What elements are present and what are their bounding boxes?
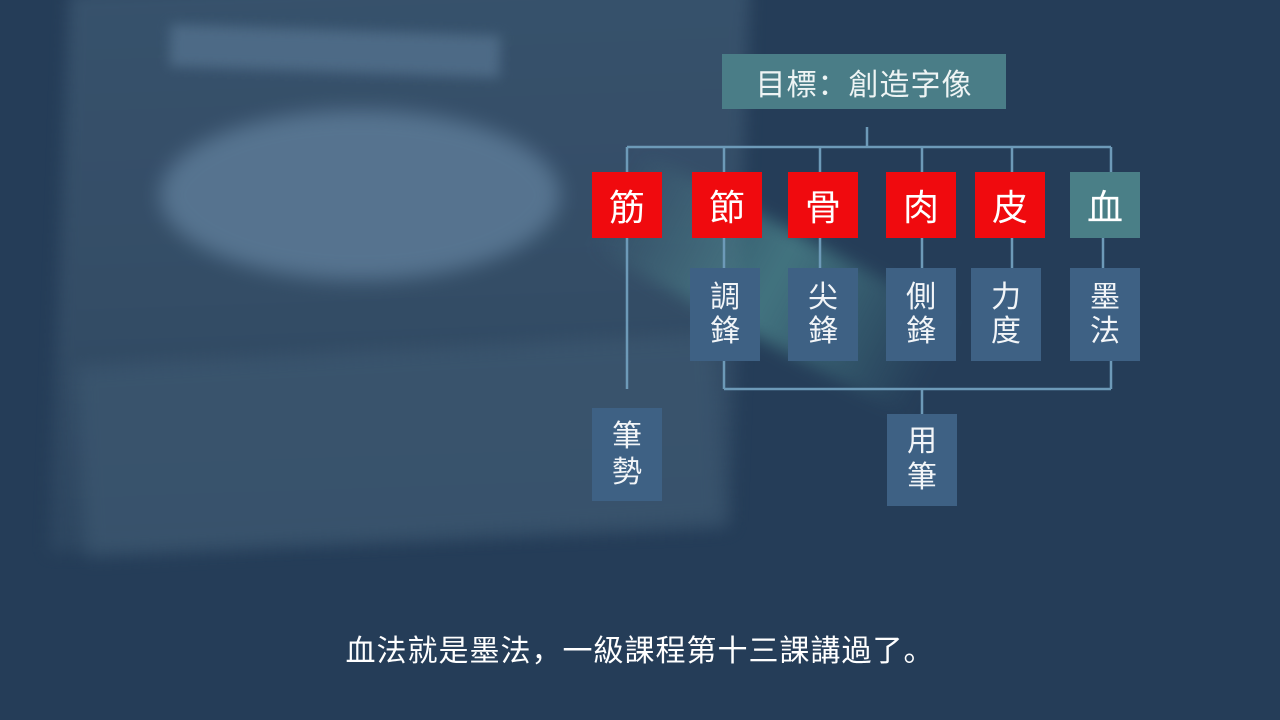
bottom-node-yong-bi: 用 筆 <box>887 414 957 506</box>
sub-node-tiao-feng: 調 鋒 <box>690 268 760 361</box>
sub-node-mo-fa: 墨 法 <box>1070 268 1140 361</box>
sub-node-jian-feng: 尖 鋒 <box>788 268 858 361</box>
sub-node-text: 墨 <box>1090 279 1120 315</box>
sub-node-text: 側 <box>906 279 936 315</box>
main-node-jie: 節 <box>692 172 762 238</box>
bottom-node-text: 筆 <box>907 460 937 495</box>
background-book-oval <box>160 110 560 280</box>
sub-node-text: 度 <box>991 313 1021 349</box>
subtitle-caption: 血法就是墨法，一級課程第十三課講過了。 <box>345 634 935 669</box>
sub-node-text: 鋒 <box>906 313 936 349</box>
main-node-gu: 骨 <box>788 172 858 238</box>
main-node-xue: 血 <box>1070 172 1140 238</box>
sub-node-text: 力 <box>991 279 1021 315</box>
sub-node-text: 調 <box>710 279 740 315</box>
main-node-jin: 筋 <box>592 172 662 238</box>
main-node-pi: 皮 <box>975 172 1045 238</box>
bottom-node-text: 用 <box>907 424 937 459</box>
goal-node: 目標：創造字像 <box>722 54 1006 109</box>
sub-node-text: 尖 <box>808 279 838 315</box>
sub-node-text: 鋒 <box>808 313 838 349</box>
main-node-rou: 肉 <box>886 172 956 238</box>
bottom-node-text: 勢 <box>612 454 642 490</box>
sub-node-text: 法 <box>1090 313 1120 349</box>
sub-node-li-du: 力 度 <box>971 268 1041 361</box>
sub-node-ce-feng: 側 鋒 <box>886 268 956 361</box>
bottom-node-bi-shi: 筆 勢 <box>592 408 662 501</box>
sub-node-text: 鋒 <box>710 313 740 349</box>
bottom-node-text: 筆 <box>612 418 642 454</box>
